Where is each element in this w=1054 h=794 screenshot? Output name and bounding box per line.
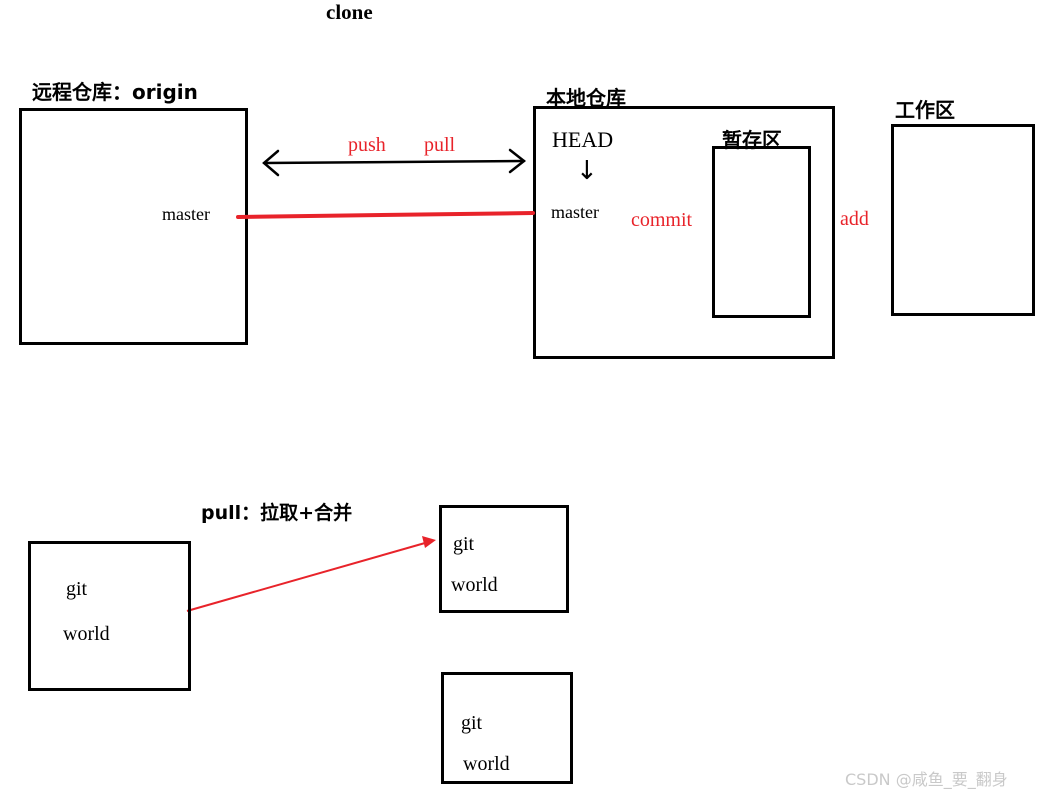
remote-repo-box bbox=[19, 108, 248, 345]
example-bottom-right-line2: world bbox=[463, 753, 510, 775]
example-box-left bbox=[28, 541, 191, 691]
push-label: push bbox=[348, 134, 386, 156]
csdn-watermark: CSDN @咸鱼_要_翻身 bbox=[845, 770, 1008, 789]
example-left-line1: git bbox=[66, 578, 88, 600]
pull-merge-note: pull：拉取+合并 bbox=[201, 502, 353, 524]
clone-label: clone bbox=[326, 0, 373, 24]
example-box-top-right bbox=[439, 505, 569, 613]
push-pull-arrow bbox=[262, 148, 527, 177]
staging-box bbox=[712, 146, 811, 318]
pull-merge-arrow bbox=[186, 536, 436, 612]
example-box-bottom-right bbox=[441, 672, 573, 784]
head-label: HEAD bbox=[552, 127, 614, 152]
remote-repo-title: 远程仓库：origin bbox=[32, 80, 198, 104]
local-master-label: master bbox=[551, 202, 599, 222]
workspace-box bbox=[891, 124, 1035, 316]
example-left-line2: world bbox=[63, 623, 110, 645]
workspace-title: 工作区 bbox=[895, 98, 955, 122]
pull-label: pull bbox=[424, 134, 456, 156]
local-repo-box bbox=[533, 106, 835, 359]
head-arrow-icon: ↓ bbox=[576, 156, 598, 186]
add-label: add bbox=[840, 208, 869, 230]
example-top-right-line1: git bbox=[453, 533, 475, 555]
commit-label: commit bbox=[631, 209, 693, 231]
example-bottom-right-line1: git bbox=[461, 712, 483, 734]
master-link-line bbox=[236, 211, 535, 219]
remote-master-label: master bbox=[162, 204, 210, 224]
example-top-right-line2: world bbox=[451, 574, 498, 596]
